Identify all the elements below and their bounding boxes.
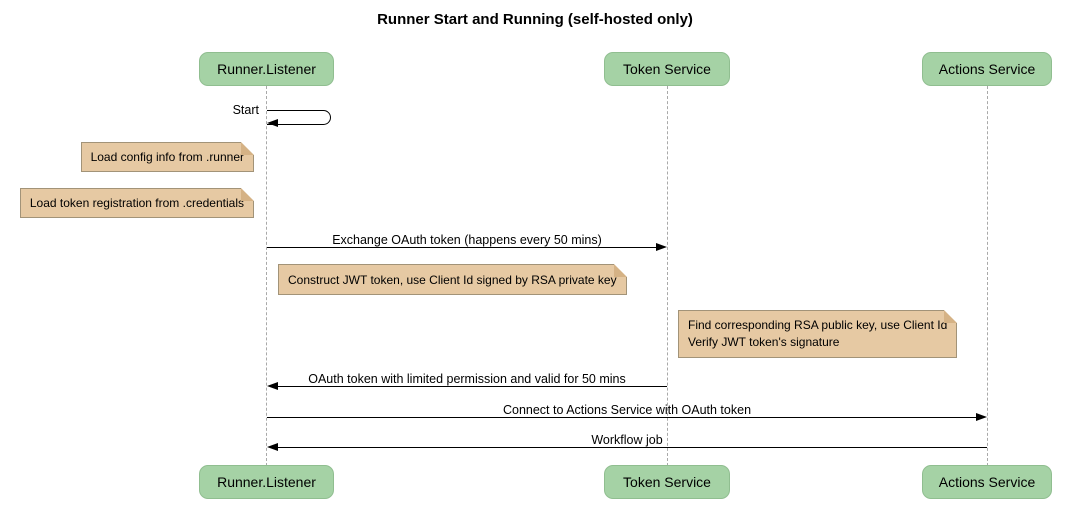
participant-label: Actions Service <box>938 474 1036 490</box>
participant-label: Actions Service <box>938 61 1036 77</box>
message-start-label: Start <box>232 103 259 117</box>
message-exchange-oauth-arrowhead-icon <box>656 243 667 251</box>
message-oauth-token-arrowhead-icon <box>267 382 278 390</box>
lifeline-token-service <box>667 86 668 466</box>
note-fold-icon <box>241 188 254 201</box>
note-text: Load token registration from .credential… <box>29 196 244 210</box>
note-fold-icon <box>944 310 958 323</box>
participant-label: Token Service <box>623 474 711 490</box>
participant-label: Runner.Listener <box>217 61 316 77</box>
participant-bottom-actions-service: Actions Service <box>922 465 1052 499</box>
message-connect-actions-label: Connect to Actions Service with OAuth to… <box>502 403 752 417</box>
participant-bottom-runner-listener: Runner.Listener <box>199 465 334 499</box>
diagram-title: Runner Start and Running (self-hosted on… <box>377 11 693 28</box>
message-workflow-job-label: Workflow job <box>591 433 663 447</box>
lifeline-actions-service <box>987 86 988 466</box>
message-oauth-token-line <box>278 386 667 387</box>
note-load-config: Load config info from .runner <box>80 142 254 172</box>
note-load-token-registration: Load token registration from .credential… <box>19 188 254 218</box>
participant-bottom-token-service: Token Service <box>604 465 730 499</box>
message-start-loop-line <box>267 110 331 125</box>
note-text: Construct JWT token, use Client Id signe… <box>288 273 617 287</box>
participant-top-runner-listener: Runner.Listener <box>199 52 334 86</box>
note-construct-jwt: Construct JWT token, use Client Id signe… <box>278 264 627 295</box>
message-exchange-oauth-label: Exchange OAuth token (happens every 50 m… <box>332 233 602 247</box>
lifeline-runner-listener <box>266 86 267 466</box>
message-connect-actions-line <box>267 417 978 418</box>
note-text-line: Find corresponding RSA public key, use C… <box>688 318 948 332</box>
message-exchange-oauth-line <box>267 247 658 248</box>
participant-top-token-service: Token Service <box>604 52 730 86</box>
message-workflow-job-line <box>278 447 987 448</box>
message-workflow-job-arrowhead-icon <box>267 443 278 451</box>
message-oauth-token-label: OAuth token with limited permission and … <box>308 372 626 386</box>
message-start-arrowhead-icon <box>267 119 278 127</box>
note-text: Load config info from .runner <box>90 150 244 164</box>
participant-label: Token Service <box>623 61 711 77</box>
message-connect-actions-arrowhead-icon <box>976 413 987 421</box>
note-text-line: Verify JWT token's signature <box>688 335 840 349</box>
note-verify-jwt: Find corresponding RSA public key, use C… <box>678 310 958 358</box>
note-fold-icon <box>241 142 254 155</box>
participant-label: Runner.Listener <box>217 474 316 490</box>
participant-top-actions-service: Actions Service <box>922 52 1052 86</box>
note-fold-icon <box>613 264 627 277</box>
